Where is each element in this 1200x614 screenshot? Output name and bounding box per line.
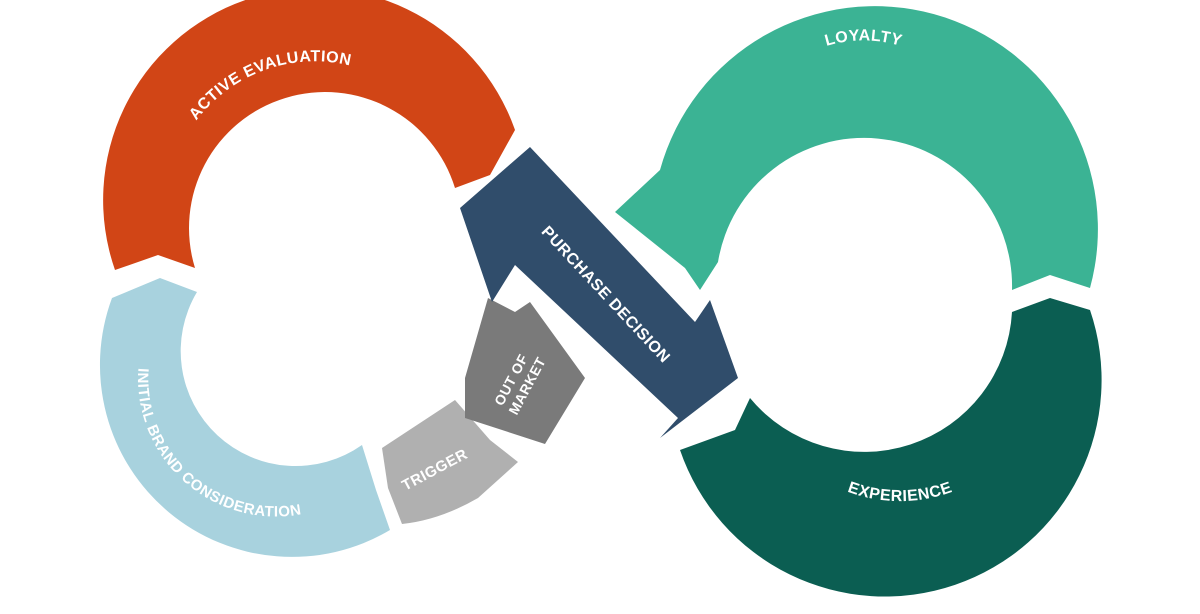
trigger-segment: TRIGGER — [382, 400, 518, 524]
active-evaluation-segment: ACTIVE EVALUATION — [103, 0, 515, 270]
loyalty-segment: LOYALTY — [615, 6, 1098, 290]
initial-brand-consideration-segment: INITIAL BRAND CONSIDERATION — [99, 278, 390, 557]
loyalty-label: LOYALTY — [823, 27, 904, 49]
loyalty-shape — [615, 6, 1098, 290]
trigger-shape — [382, 400, 518, 524]
out-of-market-shape — [465, 298, 585, 444]
initial-brand-consideration-shape — [99, 278, 390, 557]
experience-segment: EXPERIENCE — [680, 298, 1102, 597]
purchase-decision-shape — [460, 147, 738, 438]
experience-shape — [680, 298, 1102, 597]
active-evaluation-shape — [103, 0, 515, 270]
out-of-market-segment: OUT OF MARKET — [465, 298, 585, 444]
